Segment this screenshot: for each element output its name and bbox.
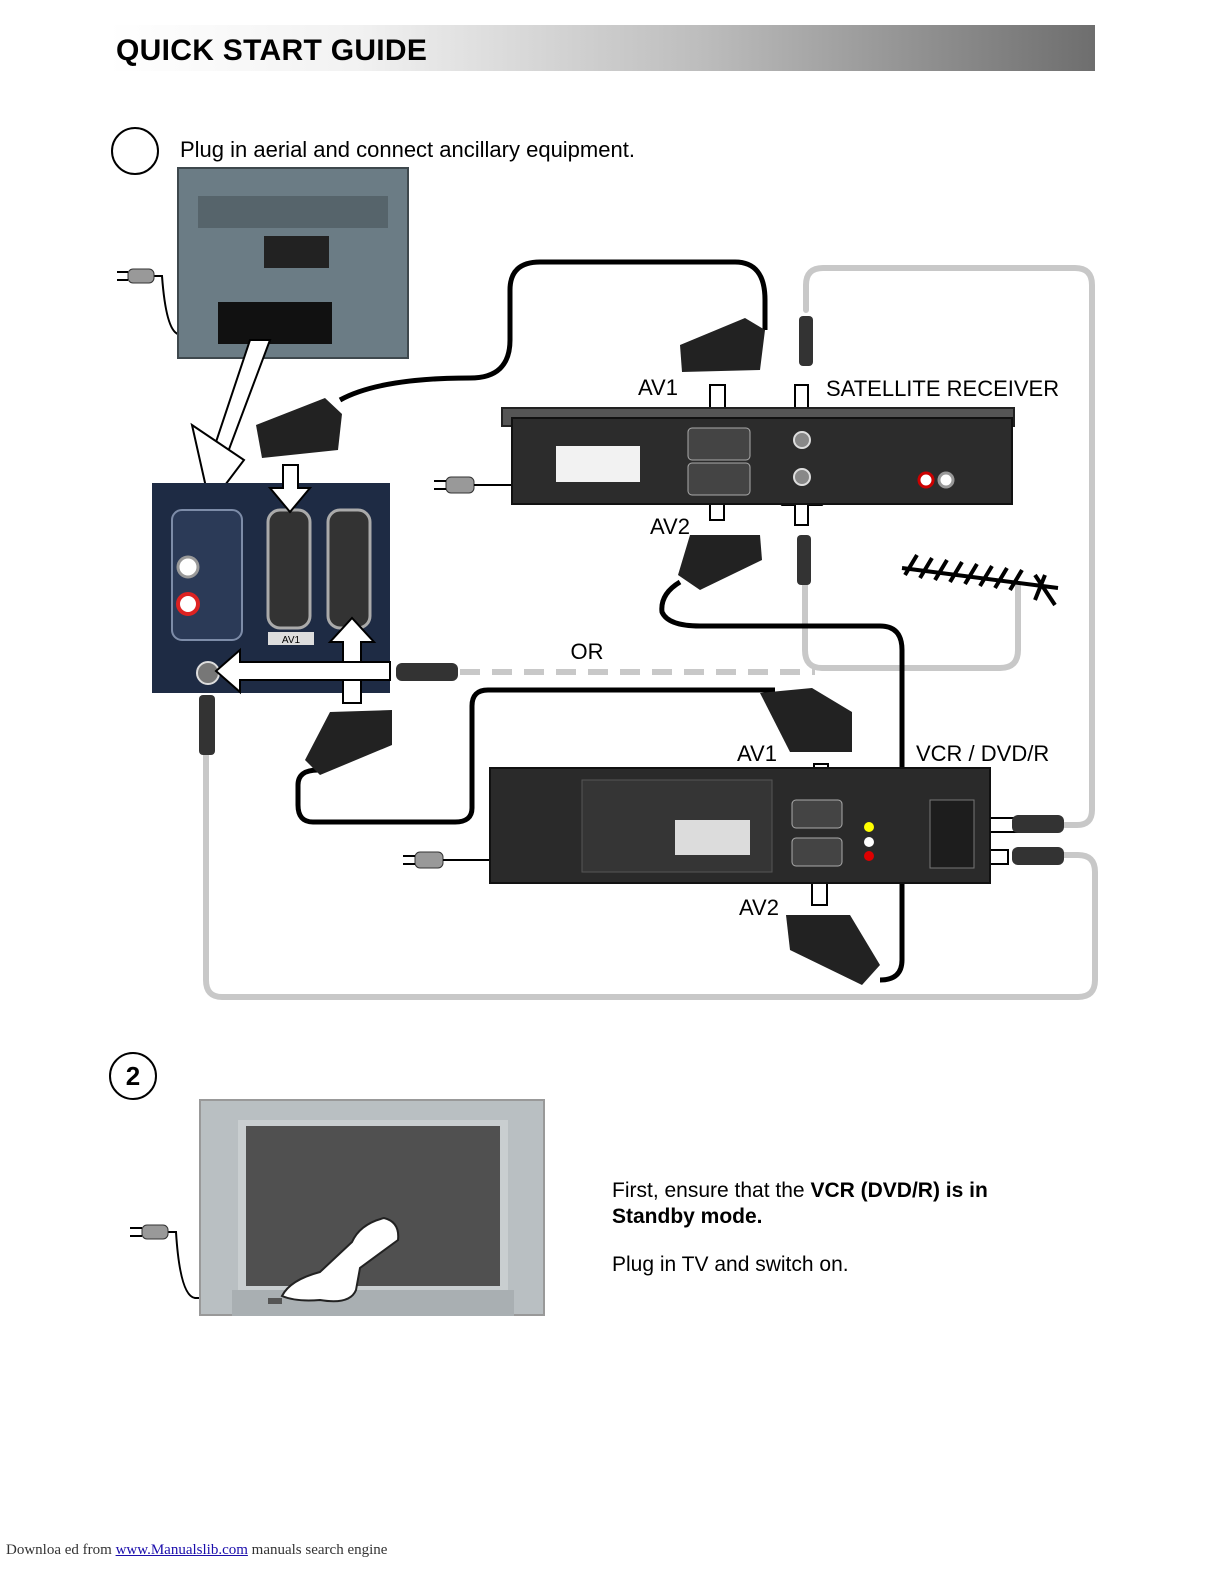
standby-instruction-normal: First, ensure that the [612, 1179, 810, 1202]
tv-power-button [268, 1298, 282, 1304]
vcr-av1-socket [792, 800, 842, 828]
step-2-instructions: First, ensure that the VCR (DVD/R) is in… [612, 1178, 1072, 1300]
coax-plug-icon [799, 316, 813, 366]
aerial-socket [197, 662, 219, 684]
tv-socket-panel [218, 302, 332, 344]
sat-av1-socket [688, 428, 750, 460]
or-label: OR [571, 639, 604, 664]
switch-on-instruction: Plug in TV and switch on. [612, 1252, 1072, 1278]
satellite-receiver: AV1 AV2 SATELLITE RECEIVER [502, 375, 1059, 539]
coax-plug-icon [199, 695, 215, 755]
scart-plug-icon [305, 710, 392, 775]
coax-plug-icon [797, 535, 811, 585]
scart-plug-icon [678, 535, 762, 590]
standby-instruction: First, ensure that the VCR (DVD/R) is in… [612, 1178, 1072, 1230]
tv-screen [246, 1126, 500, 1286]
scart-plug-icon [256, 398, 342, 458]
satellite-receiver-label: SATELLITE RECEIVER [826, 376, 1059, 401]
sat-av1-label: AV1 [638, 375, 678, 400]
vcr-av1-label: AV1 [737, 741, 777, 766]
audio-right-socket [178, 594, 198, 614]
vcr-av2-label: AV2 [739, 895, 779, 920]
footer-suffix: manuals search engine [248, 1542, 388, 1558]
vcr-rating-label [675, 820, 750, 855]
vcr-dvd-recorder: AV1 AV2 VCR / DVD/R [490, 741, 1049, 920]
tv-front-view [200, 1100, 544, 1316]
sat-av2-socket [688, 463, 750, 495]
coax-plug-icon [1012, 847, 1064, 865]
tv-rear-view [178, 168, 408, 358]
step-2-circle: 2 [109, 1052, 157, 1100]
audio-left-socket [178, 557, 198, 577]
sat-serial-label [556, 446, 640, 482]
plug-icon [434, 477, 520, 493]
vcr-av2-socket [792, 838, 842, 866]
coax-plug-icon [396, 663, 458, 681]
coax-plug-icon [1012, 815, 1064, 833]
tv-rating-label [264, 236, 329, 268]
antenna-icon [902, 555, 1058, 605]
scart-plug-icon [786, 915, 880, 985]
tv-av1-label: AV1 [282, 635, 301, 646]
footer: Downloa ed from www.Manualslib.com manua… [6, 1542, 387, 1559]
manualslib-link[interactable]: www.Manualslib.com [116, 1542, 248, 1558]
sat-av2-label: AV2 [650, 514, 690, 539]
scart-av2-socket [328, 510, 370, 628]
vcr-dvd-label: VCR / DVD/R [916, 741, 1049, 766]
scart-av1-socket [268, 510, 310, 628]
scart-plug-icon [680, 318, 765, 372]
footer-prefix: Downloa ed from [6, 1542, 116, 1558]
